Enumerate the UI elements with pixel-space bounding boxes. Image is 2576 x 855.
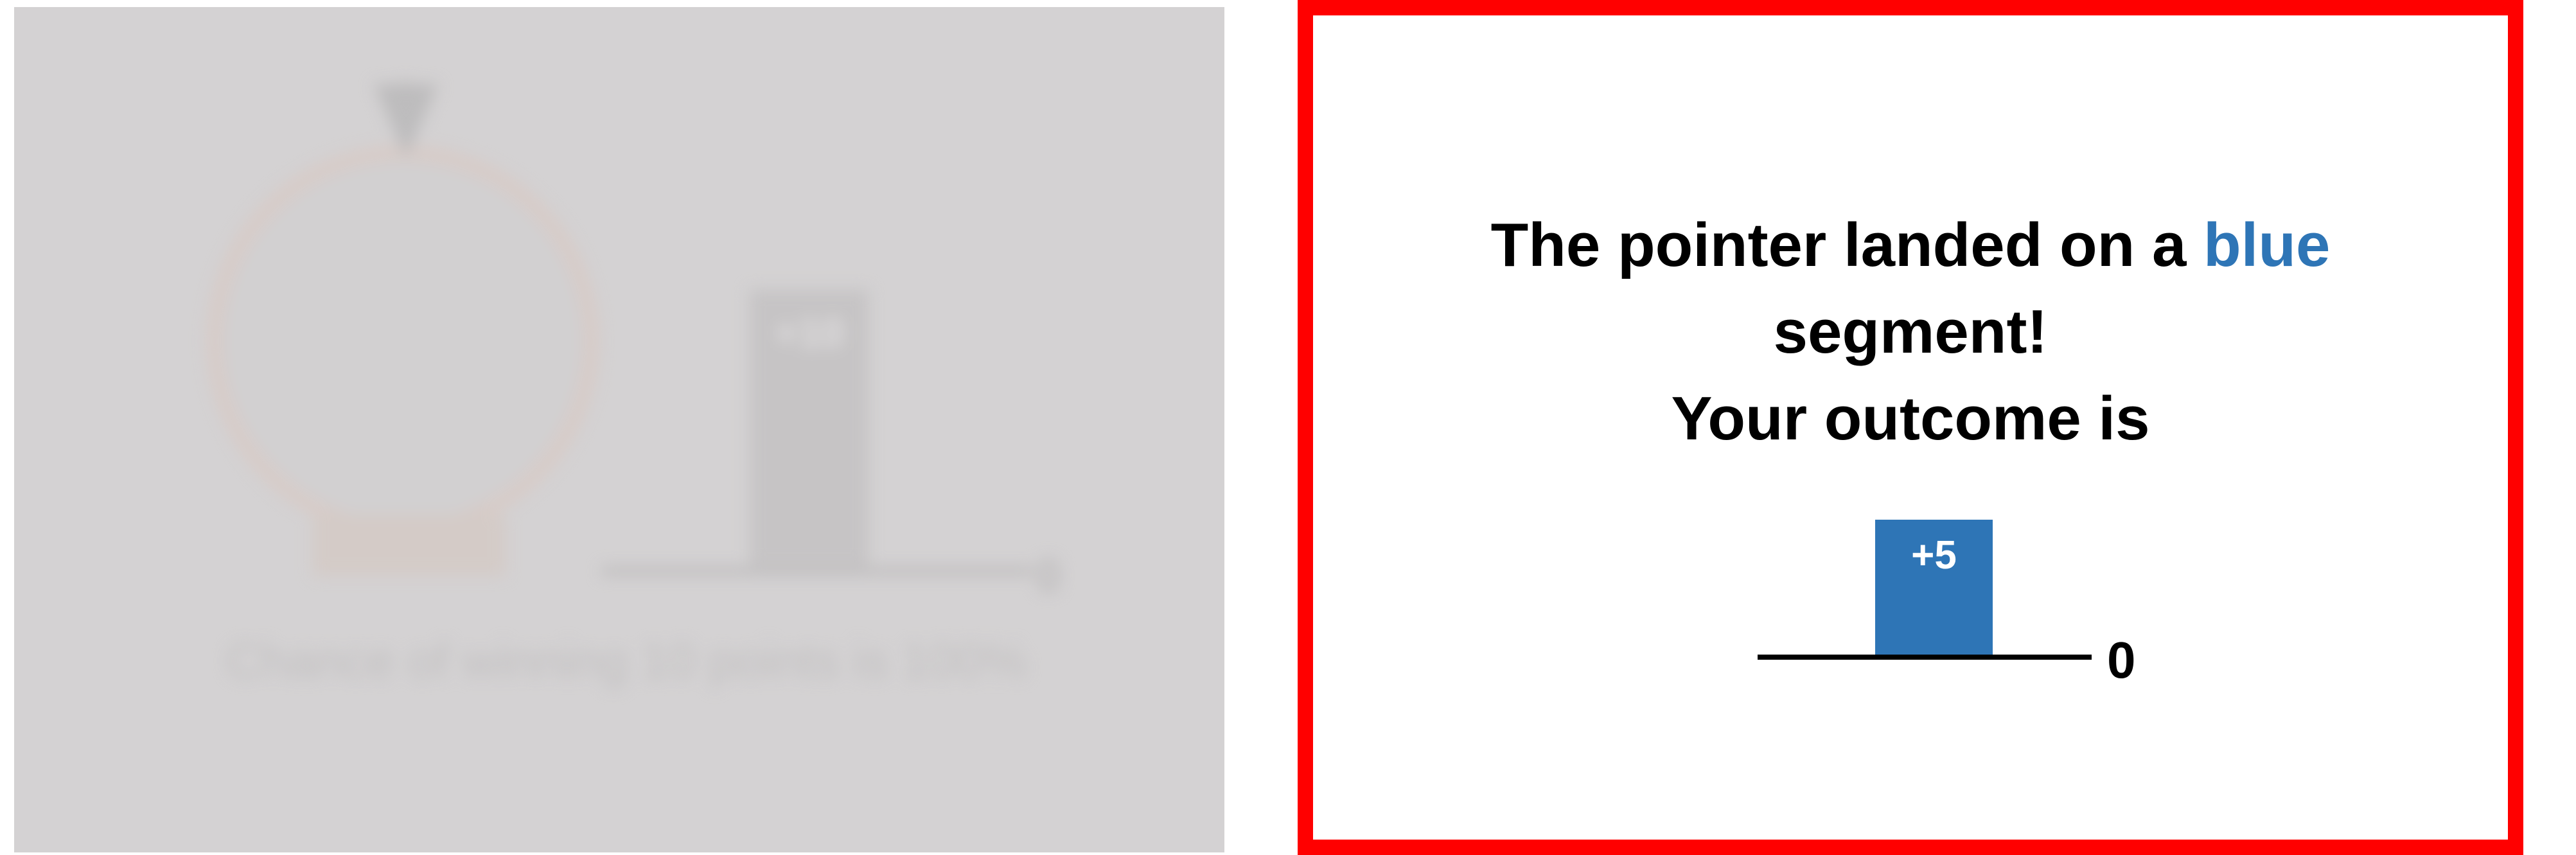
outcome-bar-label: +5 [1911, 533, 1957, 577]
baseline-zero-label: 0 [2107, 631, 2136, 689]
blurred-content: +10 0 Chance of winning 10 points is 100… [14, 7, 1224, 852]
message-line3: Your outcome is [1671, 384, 2150, 453]
baseline [1758, 655, 2092, 660]
message-line2: segment! [1773, 297, 2048, 366]
outcome-bar-preview-label: +10 [774, 310, 844, 356]
outcome-panel: The pointer landed on a blue segment! Yo… [1298, 0, 2523, 855]
wheel-stand [313, 515, 506, 576]
message-prefix: The pointer landed on a [1490, 211, 2204, 279]
outcome-bar: +5 [1875, 520, 1993, 660]
outcome-bar-preview [750, 290, 869, 566]
outcome-message: The pointer landed on a blue segment! Yo… [1313, 202, 2508, 462]
baseline-zero-preview: 0 [1036, 551, 1062, 602]
chance-caption: Chance of winning 10 points is 100% [226, 634, 1027, 689]
blurred-previous-screen: +10 0 Chance of winning 10 points is 100… [14, 7, 1224, 852]
baseline-preview [602, 567, 1032, 575]
pointer-arrow-icon [374, 84, 438, 158]
message-color-word: blue [2203, 211, 2331, 279]
wheel-of-fortune [207, 145, 599, 537]
